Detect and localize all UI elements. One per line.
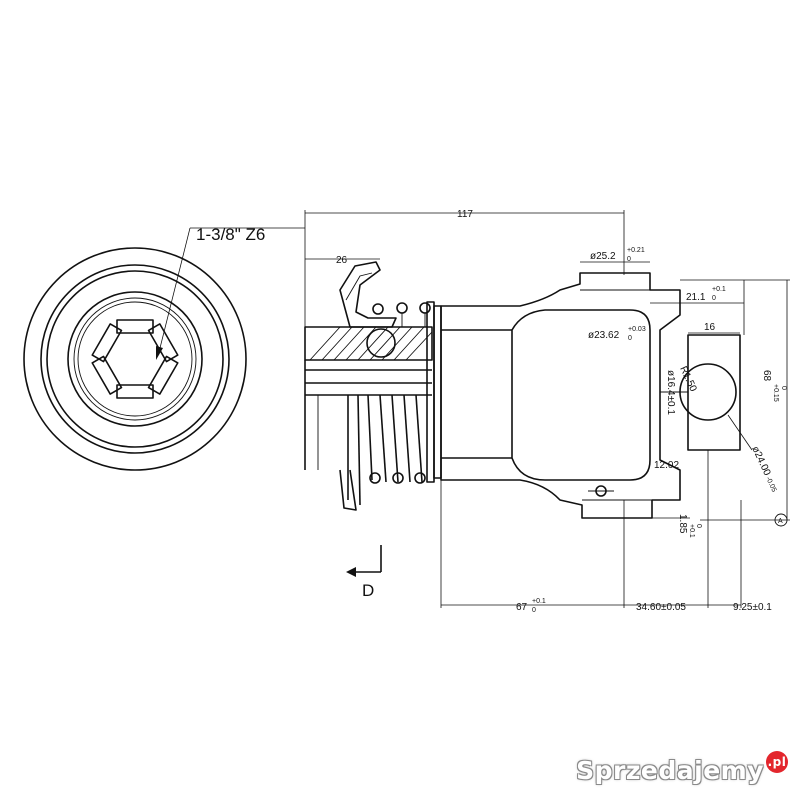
dim-bore-a-up: +0.21 [627,247,645,254]
dim-pin-offset-up: +0.1 [712,286,726,293]
dim-groove-width: 1.85 [677,514,688,534]
end-view [23,227,305,471]
dim-bore-a-low: 0 [627,256,631,263]
dim-ball-diameter-low: -0.05 [764,476,777,494]
dim-len-a-low: 0 [532,607,536,614]
dim-len-a: 67 [516,602,528,613]
dim-pin-offset: 21.1 [686,292,706,303]
dim-ball-diameter: ø24.00 [749,445,772,478]
watermark-text: Sprzedajemy [576,755,764,785]
dim-len-b: 34.60±0.05 [636,602,686,613]
watermark-badge: .pl [766,751,788,773]
spline-lugs [91,319,179,399]
dimension-lines [304,210,790,608]
dim-bore-b: ø23.62 [588,330,620,341]
datum-label: A [778,518,783,525]
spline-callout: 1-3/8" Z6 [196,225,265,244]
dim-len-c: 9.25±0.1 [733,602,772,613]
section-marker [346,545,382,577]
datum-circle [774,513,788,527]
dim-bore-a: ø25.2 [590,251,616,262]
dim-pin-offset-low: 0 [712,295,716,302]
dim-bore-b-up: +0.03 [628,326,646,333]
dim-height-up: +0.15 [772,384,779,402]
dim-groove-width-up: +0.1 [688,524,695,538]
dim-bore-b-low: 0 [628,335,632,342]
dim-groove: 12.02 [654,460,679,471]
dim-overall: 117 [457,209,473,220]
dim-len-a-up: +0.1 [532,598,546,605]
spring [339,394,426,511]
dim-collar: 26 [336,255,348,266]
view-label: D [362,581,374,600]
watermark: Sprzedajemy .pl [576,750,788,790]
hatch [309,326,433,361]
side-section-view [304,261,741,519]
dim-groove-width-low: 0 [695,524,702,528]
dim-height-low: 0 [780,386,787,390]
dim-height: 68 [761,370,772,382]
dim-inner-diameter: ø16.4±0.1 [665,370,676,415]
dim-lug-width: 16 [704,322,716,333]
